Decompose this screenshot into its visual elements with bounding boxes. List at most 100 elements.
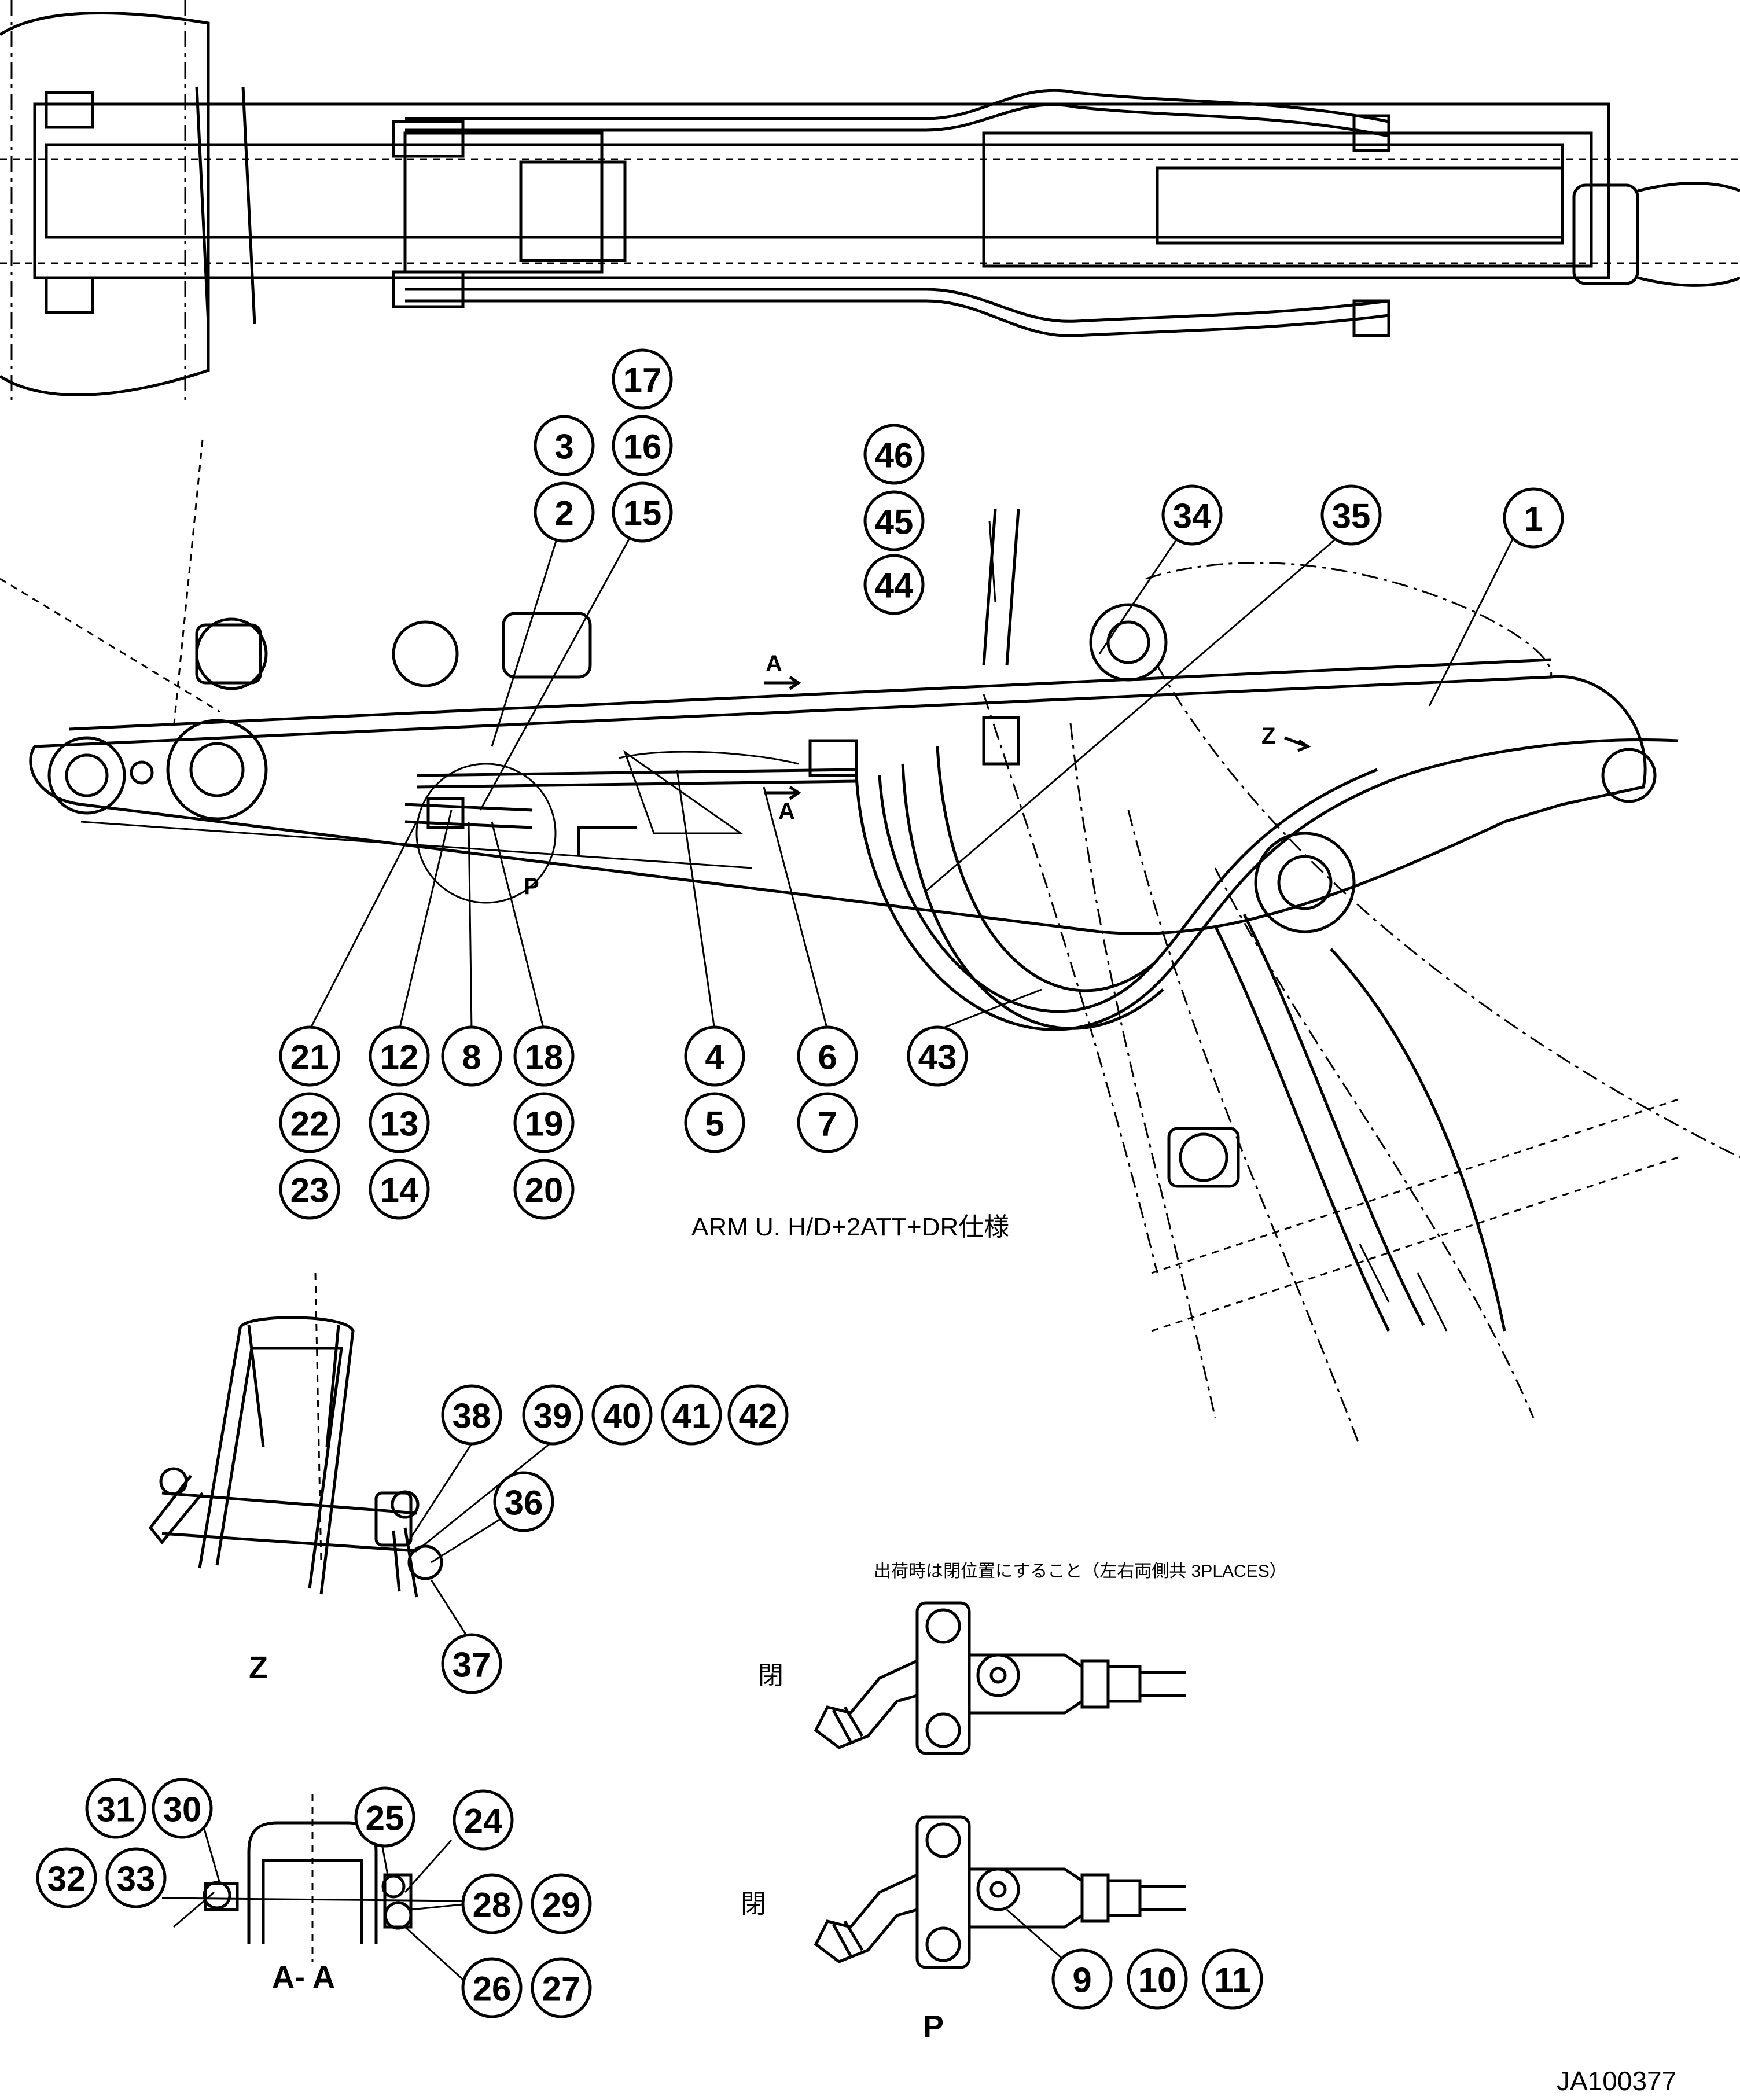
- callout-circle: [453, 1789, 514, 1851]
- callout-number: 1: [1524, 500, 1543, 539]
- callout-number: 31: [97, 1790, 135, 1829]
- callout-34: 34: [1161, 484, 1223, 546]
- drawing-title: ARM U. H/D+2ATT+DR仕様: [691, 1213, 1009, 1241]
- callout-circle: [461, 1873, 523, 1934]
- valve-note: 出荷時は閉位置にすること（左右両側共 3PLACES）: [874, 1562, 1287, 1581]
- callout-number: 10: [1138, 1961, 1177, 2000]
- callout-circle: [863, 554, 925, 615]
- callout-circle: [441, 1384, 502, 1446]
- callout-circle: [534, 481, 595, 543]
- callout-21: 21: [279, 1025, 340, 1087]
- callout-2: 2: [534, 481, 595, 543]
- callout-11: 11: [1202, 1948, 1263, 2010]
- callout-number: 32: [47, 1860, 86, 1899]
- section-aa-leaders: [173, 1822, 470, 1986]
- callout-number: 3: [554, 428, 573, 466]
- callout-number: 17: [623, 361, 662, 400]
- callout-circle: [531, 1957, 592, 2018]
- callout-41: 41: [661, 1384, 722, 1446]
- callout-45: 45: [863, 490, 925, 551]
- valve-closed-label-upper: 閉: [758, 1661, 783, 1690]
- callout-number: 42: [739, 1397, 778, 1436]
- callout-14: 14: [369, 1159, 430, 1220]
- callout-circle: [863, 490, 925, 551]
- callout-26: 26: [461, 1957, 523, 2018]
- callout-circle: [369, 1092, 430, 1153]
- section-a-top-label: A: [766, 651, 782, 676]
- callout-number: 14: [380, 1171, 419, 1210]
- callout-5: 5: [684, 1092, 745, 1153]
- callout-37: 37: [441, 1633, 502, 1694]
- callout-circle: [612, 348, 673, 410]
- callout-circle: [907, 1025, 968, 1087]
- callout-36: 36: [493, 1471, 554, 1532]
- callout-number: 46: [875, 436, 914, 475]
- callout-20: 20: [513, 1159, 575, 1220]
- callout-number: 28: [473, 1886, 512, 1925]
- callout-circle: [279, 1025, 340, 1087]
- callout-number: 38: [453, 1397, 491, 1436]
- detail-p-title: P: [923, 2009, 944, 2044]
- callout-9: 9: [1051, 1948, 1113, 2010]
- callout-circle: [1161, 484, 1223, 546]
- callout-circle: [797, 1092, 858, 1153]
- callout-number: 40: [603, 1397, 642, 1436]
- callout-number: 7: [818, 1105, 837, 1143]
- callout-circle: [684, 1092, 745, 1153]
- section-a-bottom-label: A: [778, 799, 795, 824]
- callout-31: 31: [85, 1778, 146, 1839]
- callout-number: 43: [918, 1038, 957, 1077]
- view-z-marker-label: Z: [1261, 723, 1275, 749]
- callout-circle: [513, 1159, 575, 1220]
- callout-number: 6: [818, 1038, 837, 1077]
- callout-circle: [684, 1025, 745, 1087]
- drawing-number: JA100377: [1557, 2066, 1676, 2096]
- callout-30: 30: [152, 1778, 213, 1839]
- callout-number: 44: [875, 567, 914, 605]
- callout-circle: [513, 1025, 575, 1087]
- callout-number: 19: [525, 1105, 564, 1143]
- callout-circle: [152, 1778, 213, 1839]
- callout-circle: [863, 424, 925, 485]
- callout-circle: [1320, 484, 1382, 546]
- callout-circle: [493, 1471, 554, 1532]
- callout-circle: [441, 1025, 502, 1087]
- callout-circle: [441, 1633, 502, 1694]
- callout-circle: [369, 1025, 430, 1087]
- view-z-title: Z: [249, 1650, 268, 1685]
- callout-circle: [461, 1957, 523, 2018]
- callout-number: 37: [453, 1646, 491, 1685]
- callout-33: 33: [105, 1847, 167, 1908]
- callout-number: 12: [380, 1038, 419, 1077]
- leader-lines: [308, 514, 1523, 1031]
- callout-number: 20: [525, 1171, 564, 1210]
- callout-10: 10: [1127, 1948, 1188, 2010]
- callout-17: 17: [612, 348, 673, 410]
- callout-40: 40: [591, 1384, 653, 1446]
- valve-detail-upper: 閉: [758, 1601, 1186, 1755]
- view-z-detail: Z: [148, 1272, 443, 1685]
- callout-number: 24: [464, 1802, 503, 1841]
- callout-number: 39: [534, 1397, 572, 1436]
- callout-circle: [85, 1778, 146, 1839]
- callout-29: 29: [531, 1873, 592, 1934]
- callout-number: 30: [163, 1790, 202, 1829]
- callout-number: 16: [623, 428, 662, 466]
- callout-32: 32: [36, 1847, 97, 1908]
- callout-number: 41: [672, 1397, 711, 1436]
- callout-24: 24: [453, 1789, 514, 1851]
- callout-circle: [531, 1873, 592, 1934]
- callout-circle: [279, 1092, 340, 1153]
- callout-35: 35: [1320, 484, 1382, 546]
- callout-number: 13: [380, 1105, 419, 1143]
- callout-27: 27: [531, 1957, 592, 2018]
- callout-number: 27: [542, 1970, 581, 2009]
- callout-number: 23: [290, 1171, 329, 1210]
- callout-number: 33: [117, 1860, 156, 1899]
- callout-18: 18: [513, 1025, 575, 1087]
- callout-number: 45: [875, 503, 914, 542]
- callout-circle: [1051, 1948, 1113, 2010]
- arm-side-view: [0, 439, 1740, 1447]
- callout-circle: [279, 1159, 340, 1220]
